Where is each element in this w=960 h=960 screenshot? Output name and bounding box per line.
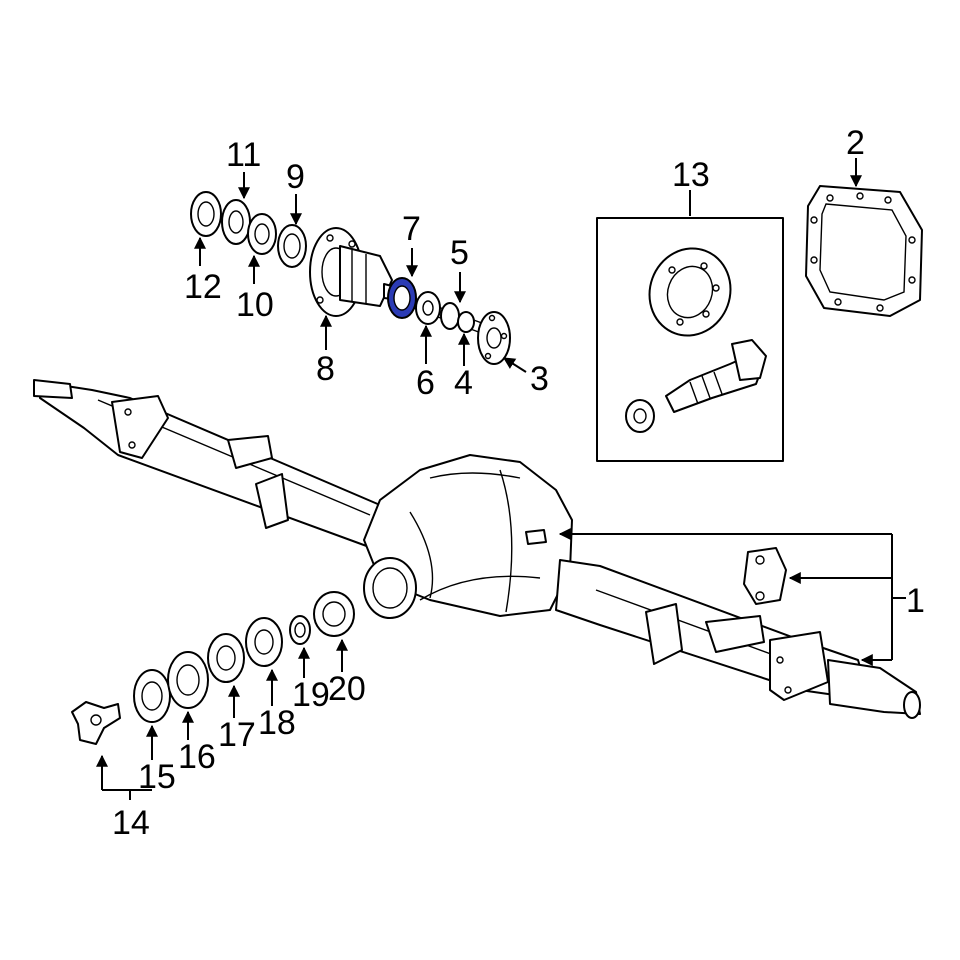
part-10-bearing	[247, 213, 277, 255]
differential-cover	[805, 185, 923, 317]
callout-19: 19	[292, 676, 330, 714]
part-15-gear	[133, 669, 171, 723]
callout-20: 20	[328, 670, 366, 708]
part-20-race	[313, 591, 355, 637]
differential-parts	[71, 591, 355, 745]
part-19-shim	[289, 615, 311, 645]
callout-7: 7	[402, 210, 421, 248]
callout-labels: 1 2 3 4 5 6 7 8 9 10 11 12 13 14 15 16 1…	[112, 124, 925, 842]
axle-housing	[33, 379, 921, 719]
pinion-parts	[190, 191, 511, 365]
part-8-carrier	[309, 227, 401, 317]
callout-14: 14	[112, 804, 150, 842]
part-11-washer	[221, 199, 251, 245]
callout-6: 6	[416, 364, 435, 402]
callout-12: 12	[184, 268, 222, 306]
callout-1: 1	[906, 582, 925, 620]
callout-10: 10	[236, 286, 274, 324]
callout-9: 9	[286, 158, 305, 196]
part-16-bearing	[167, 651, 209, 709]
callout-5: 5	[450, 234, 469, 272]
callout-2: 2	[846, 124, 865, 162]
part-6-spacer	[415, 291, 441, 325]
part-9-race	[277, 224, 307, 268]
callout-3: 3	[530, 360, 549, 398]
callout-18: 18	[258, 704, 296, 742]
part-18-bearing	[245, 617, 283, 667]
part-17-race	[207, 633, 245, 683]
callout-17: 17	[218, 716, 256, 754]
part-4-nut	[457, 311, 475, 333]
part-5-washer	[440, 302, 460, 330]
callout-4: 4	[454, 364, 473, 402]
ring-pinion-box	[596, 217, 784, 462]
part-3-flange	[477, 311, 511, 365]
callout-13: 13	[672, 156, 710, 194]
part-7-crush-sleeve	[387, 277, 417, 319]
callout-11: 11	[226, 136, 261, 174]
callout-15: 15	[138, 758, 176, 796]
callout-16: 16	[178, 738, 216, 776]
leader-lines	[96, 158, 906, 800]
callout-8: 8	[316, 350, 335, 388]
part-12-seal	[190, 191, 222, 237]
part-14-yoke	[71, 701, 121, 745]
